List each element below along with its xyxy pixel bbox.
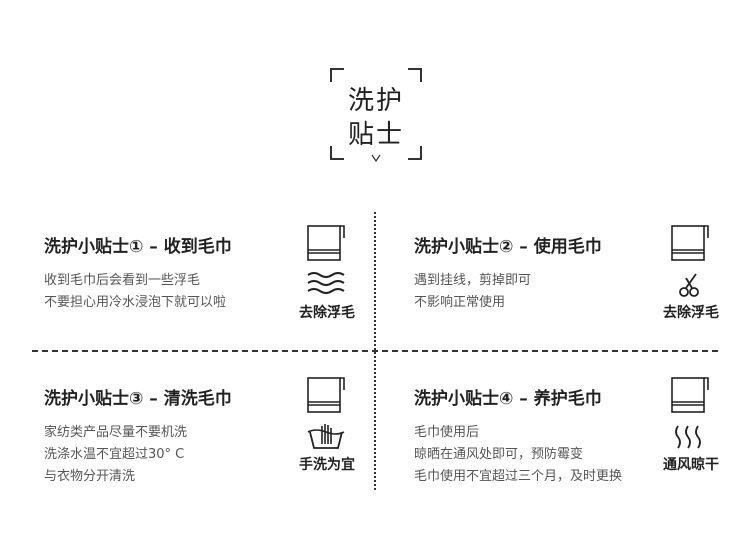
care-label: 去除浮毛 [663,305,719,321]
towel-icon [671,225,709,261]
bracket-corner [408,146,422,160]
tip-line: 不要担心用冷水浸泡下就可以啦 [44,295,227,310]
tip-title: 洗护小贴士③ – 清洗毛巾 [44,389,232,409]
steam-icon [675,425,701,449]
tip-line: 遇到挂线，剪掉即可 [414,273,532,288]
title-frame: 洗护 贴士 [330,68,422,163]
bracket-corner [330,68,344,82]
tip-title: 洗护小贴士④ – 养护毛巾 [414,389,602,409]
tip-body: 遇到挂线，剪掉即可 不影响正常使用 [414,270,531,314]
tip-line: 收到毛巾后会看到一些浮毛 [44,273,201,288]
tip-title: 洗护小贴士② – 使用毛巾 [414,237,602,257]
tip-line: 家纺类产品尽量不要机洗 [44,425,188,440]
tip-body: 收到毛巾后会看到一些浮毛 不要担心用冷水浸泡下就可以啦 [44,270,226,314]
towel-icon [307,377,345,413]
tip-body: 毛巾使用后 晾晒在通风处即可，预防霉变 毛巾使用不宜超过三个月，及时更换 [414,422,622,488]
tip-title: 洗护小贴士① – 收到毛巾 [44,237,232,257]
towel-icon [671,377,709,413]
care-label: 通风晾干 [663,457,719,473]
horizontal-divider [32,350,718,352]
tip-line: 洗涤水温不宜超过30° C [44,447,185,462]
towel-icon [307,225,345,261]
bracket-corner [330,146,344,160]
tip-line: 与衣物分开清洗 [44,469,136,484]
tip-line: 毛巾使用后 [414,425,480,440]
tip-line: 晾晒在通风处即可，预防霉变 [414,447,584,462]
scissors-icon [679,273,699,297]
waves-icon [307,272,345,294]
care-label: 手洗为宜 [299,457,355,473]
bracket-corner [408,68,422,82]
page-title-line-2: 贴士 [347,120,404,150]
page-title-line-1: 洗护 [347,86,404,116]
chevron-down-icon [371,154,381,163]
tip-body: 家纺类产品尽量不要机洗 洗涤水温不宜超过30° C 与衣物分开清洗 [44,422,187,488]
care-label: 去除浮毛 [299,305,355,321]
hand-wash-icon [307,424,345,449]
tip-line: 不影响正常使用 [414,295,506,310]
tip-line: 毛巾使用不宜超过三个月，及时更换 [414,469,623,484]
